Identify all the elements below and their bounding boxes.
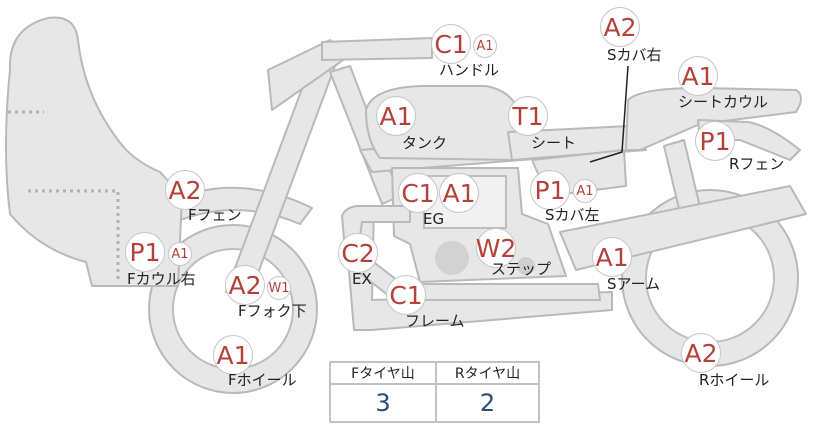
- step-knob: [517, 257, 535, 275]
- engine-label: EG: [423, 210, 445, 228]
- front-fork-lower-sub-badge: W1: [267, 276, 291, 300]
- rear-fender-grade-badge: P1: [695, 121, 735, 161]
- engine-grade-badge: C1: [398, 173, 438, 213]
- rear-fender-label: Rフェン: [729, 155, 785, 173]
- side-cover-left-label: Sカバ左: [545, 206, 600, 224]
- seat-cowl-label: シートカウル: [678, 93, 769, 111]
- step-grade-badge: W2: [476, 228, 516, 268]
- swing-arm-grade-badge: A1: [592, 237, 632, 277]
- front-fork-lower-grade-badge: A2: [225, 265, 265, 305]
- front-cowl-shape: [5, 16, 183, 287]
- step-label: ステップ: [491, 260, 552, 278]
- table-divider: [435, 363, 437, 421]
- handle-shape: [321, 37, 433, 61]
- front-cowl-right-grade-badge: P1: [125, 232, 165, 272]
- rear-tire-tread-value: 2: [479, 389, 496, 417]
- rear-wheel-label: Rホイール: [699, 371, 770, 389]
- cowl-dotted-line-2: [28, 189, 120, 282]
- front-fender-grade-badge: A2: [165, 170, 205, 210]
- handle-label: ハンドル: [439, 61, 500, 79]
- swing-arm-label: Sアーム: [607, 275, 661, 293]
- side-cover-right-grade-badge: A2: [600, 7, 640, 47]
- front-cowl-right-label: Fカウル右: [127, 270, 196, 288]
- tire-tread-table: Fタイヤ山 Rタイヤ山 3 2: [329, 361, 540, 423]
- seat-cowl-shape: [625, 87, 802, 151]
- handle-grade-badge: C1: [431, 24, 471, 64]
- exhaust-grade-badge: C2: [338, 233, 378, 273]
- side-cover-right-label: Sカバ右: [607, 46, 662, 64]
- rear-wheel-grade-badge: A2: [681, 333, 721, 373]
- exhaust-label: EX: [352, 270, 372, 288]
- tank-label: タンク: [402, 134, 448, 152]
- front-tire-tread-value: 3: [375, 389, 391, 417]
- front-wheel-label: Fホイール: [228, 371, 297, 389]
- front-fender-label: Fフェン: [188, 206, 242, 224]
- front-fork-lower-label: Fフォク下: [238, 302, 307, 320]
- frame-grade-badge: C1: [386, 275, 426, 315]
- rear-tire-tread-header: Rタイヤ山: [437, 363, 538, 385]
- exhaust-shape: [341, 205, 601, 301]
- engine-cover: [435, 241, 469, 275]
- seat-label: シート: [531, 134, 577, 152]
- side-cover-left-grade-badge: P1: [530, 170, 570, 210]
- seat-cowl-grade-badge: A1: [678, 56, 718, 96]
- seat-grade-badge: T1: [508, 96, 548, 136]
- front-wheel-grade-badge: A1: [213, 335, 253, 375]
- side-cover-left-sub-badge: A1: [573, 179, 597, 203]
- tank-grade-badge: A1: [376, 96, 416, 136]
- side-cover-right-leader: [589, 65, 629, 163]
- front-cowl-right-sub-badge: A1: [168, 242, 192, 266]
- front-tire-tread-header: Fタイヤ山: [331, 363, 435, 385]
- frame-label: フレーム: [405, 312, 465, 330]
- engine-grade2-badge: A1: [439, 173, 479, 213]
- handle-sub-badge: A1: [473, 34, 497, 58]
